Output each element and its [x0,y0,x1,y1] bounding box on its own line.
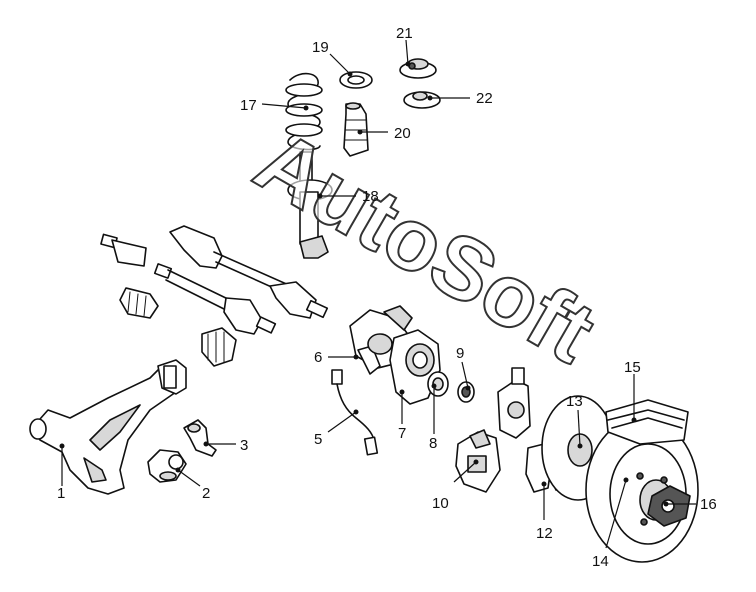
callout-18: 18 [362,188,379,205]
callout-15: 15 [624,359,641,376]
callout-5: 5 [314,431,322,448]
callout-21: 21 [396,25,413,42]
callout-1: 1 [57,485,65,502]
callout-3: 3 [240,437,248,454]
callout-2: 2 [202,485,210,502]
part-cv-boot-outer [119,287,159,319]
part-cv-boot-inner [201,327,237,367]
callout-19: 19 [312,39,329,56]
part-lower-control-arm [29,359,187,495]
part-spring-seat-ring [339,71,373,89]
part-stabilizer-bracket [183,419,217,457]
part-wheel-bearing [427,371,449,397]
leader-lines [61,39,696,549]
part-hub-flange [497,367,531,439]
part-strut-mount-bottom [403,91,441,109]
callout-17: 17 [240,97,257,114]
callout-16: 16 [700,496,717,513]
callout-20: 20 [394,125,411,142]
part-steering-knuckle [349,305,413,375]
callout-8: 8 [429,435,437,452]
callout-13: 13 [566,393,583,410]
callout-14: 14 [592,553,609,570]
part-brake-pad-housing [605,399,689,445]
part-shock-strut [287,151,333,259]
part-ball-joint [147,449,187,483]
callout-6: 6 [314,349,322,366]
callout-22: 22 [476,90,493,107]
part-drive-shaft-lower [153,263,277,335]
callout-9: 9 [456,345,464,362]
part-oil-seal [457,381,475,403]
callout-10: 10 [432,495,449,512]
callout-12: 12 [536,525,553,542]
callout-7: 7 [398,425,406,442]
part-strut-mount-top [399,58,437,79]
part-bump-stop-boot [343,102,369,157]
callout-labels: 1 2 3 5 6 7 8 9 10 12 13 14 15 16 17 18 … [57,25,717,570]
part-drive-shaft-upper [100,225,329,319]
leader-dots [59,61,669,507]
